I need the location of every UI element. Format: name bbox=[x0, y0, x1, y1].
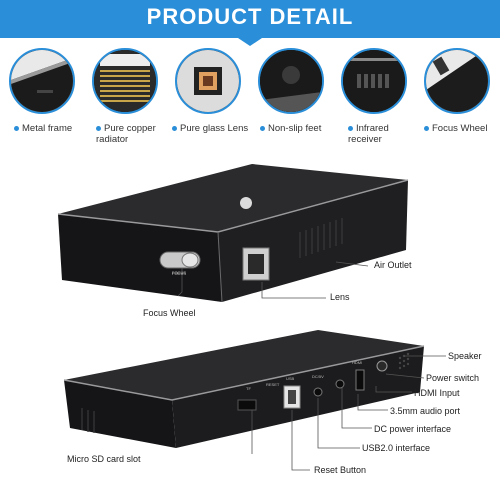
thumb-nonslip-feet bbox=[258, 48, 324, 114]
marking-dc: DC/5V bbox=[312, 374, 324, 379]
svg-text:FOCUS: FOCUS bbox=[172, 271, 186, 276]
callout-usb2: USB2.0 interface bbox=[362, 443, 431, 453]
feature-infrared-receiver: Infrared receiver bbox=[348, 123, 389, 145]
marking-focus: FOCUS bbox=[172, 270, 186, 275]
banner-notch bbox=[238, 38, 262, 46]
projector-ports-view bbox=[63, 330, 425, 448]
thumb-focus-wheel bbox=[424, 48, 490, 114]
marking-hdmi: HDMI bbox=[352, 360, 363, 365]
feature-metal-frame: Metal frame bbox=[14, 123, 94, 134]
callout-power-switch: Power switch bbox=[426, 373, 480, 383]
callout-hdmi-input: HDMI Input bbox=[414, 388, 460, 398]
bullet-dot-icon bbox=[260, 125, 265, 131]
callout-speaker: Speaker bbox=[448, 351, 482, 361]
header-banner bbox=[0, 0, 500, 38]
callout-reset-button: Reset Button bbox=[314, 465, 367, 475]
thumb-infrared-receiver bbox=[341, 48, 407, 114]
callout-air-outlet: Air Outlet bbox=[374, 260, 412, 270]
thumb-copper-radiator bbox=[92, 48, 158, 114]
feature-focus-wheel: Focus Wheel bbox=[424, 123, 500, 134]
marking-reset: RESET bbox=[266, 382, 280, 387]
feature-copper-radiator: Pure copper radiator bbox=[96, 123, 156, 145]
callout-micro-sd: Micro SD card slot bbox=[67, 454, 141, 464]
feature-glass-lens: Pure glass Lens bbox=[172, 123, 252, 134]
marking-usb: USB bbox=[286, 376, 295, 381]
leader-lines bbox=[177, 261, 446, 471]
projector-front-view: FOCUS bbox=[57, 164, 409, 303]
bullet-dot-icon bbox=[14, 125, 19, 131]
callout-dc-power: DC power interface bbox=[374, 424, 452, 434]
callout-lens: Lens bbox=[330, 292, 350, 302]
bullet-dot-icon bbox=[96, 125, 101, 131]
bullet-dot-icon bbox=[424, 125, 429, 131]
callout-focus-wheel: Focus Wheel bbox=[143, 308, 196, 318]
thumb-metal-frame bbox=[9, 48, 75, 114]
page-title: PRODUCT DETAIL bbox=[146, 4, 354, 29]
marking-tf: TF bbox=[246, 386, 251, 391]
feature-nonslip-feet: Non-slip feet bbox=[260, 123, 340, 134]
callout-audio-port: 3.5mm audio port bbox=[390, 406, 461, 416]
bullet-dot-icon bbox=[172, 125, 177, 131]
bullet-dot-icon bbox=[348, 125, 353, 131]
thumb-glass-lens bbox=[175, 48, 241, 114]
